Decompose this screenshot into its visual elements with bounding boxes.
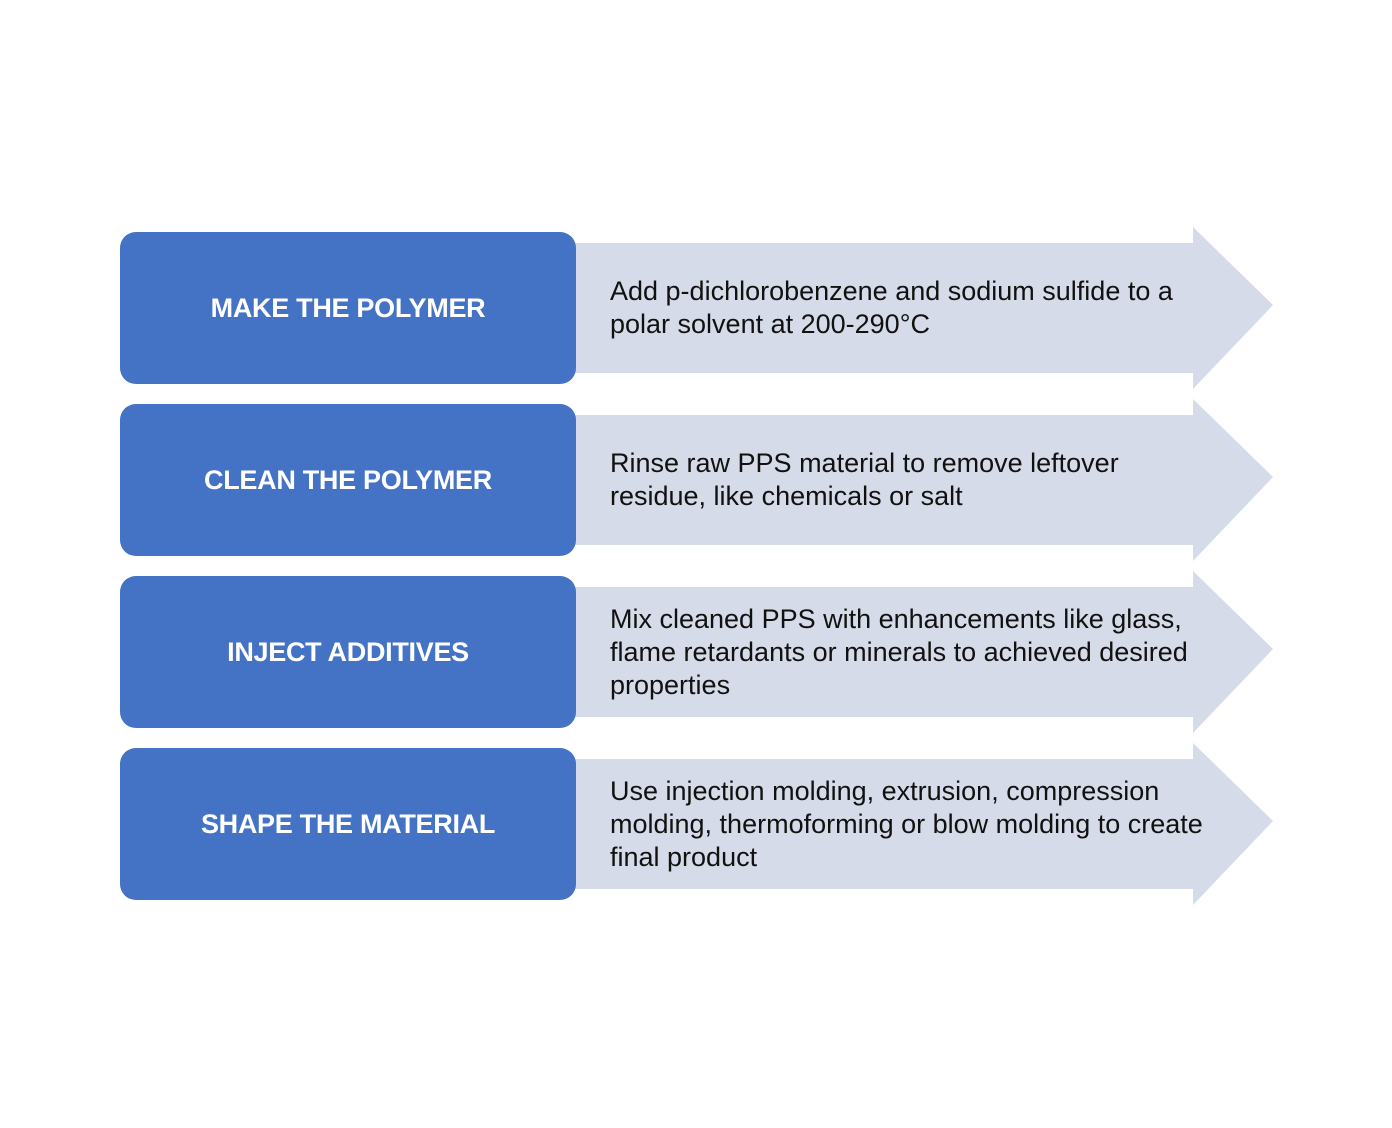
step-title: CLEAN THE POLYMER [204, 464, 492, 495]
step-row: INJECT ADDITIVES Mix cleaned PPS with en… [0, 571, 1392, 752]
arrow-shape [560, 571, 1273, 733]
step-title-box: CLEAN THE POLYMER [120, 404, 576, 556]
step-description-text: Mix cleaned PPS with enhancements like g… [610, 603, 1188, 700]
step-description-text: Add p-dichlorobenzene and sodium sulfide… [610, 276, 1173, 339]
step-title-box: SHAPE THE MATERIAL [120, 748, 576, 900]
step-title: MAKE THE POLYMER [210, 292, 486, 323]
step-description: Add p-dichlorobenzene and sodium sulfide… [610, 243, 1210, 373]
step-description: Mix cleaned PPS with enhancements like g… [610, 587, 1210, 717]
arrow-shape [560, 743, 1273, 905]
step-title: INJECT ADDITIVES [227, 636, 469, 667]
step-title: SHAPE THE MATERIAL [200, 808, 496, 839]
step-title-box: MAKE THE POLYMER [120, 232, 576, 384]
step-row: CLEAN THE POLYMER Rinse raw PPS material… [0, 399, 1392, 580]
step-description-text: Use injection molding, extrusion, compre… [610, 775, 1203, 872]
step-description: Rinse raw PPS material to remove leftove… [610, 415, 1210, 545]
step-description-text: Rinse raw PPS material to remove leftove… [610, 448, 1119, 511]
step-description: Use injection molding, extrusion, compre… [610, 759, 1210, 889]
step-title-box: INJECT ADDITIVES [120, 576, 576, 728]
arrow-shape [560, 399, 1273, 561]
step-row: MAKE THE POLYMER Add p-dichlorobenzene a… [0, 227, 1392, 408]
step-row: SHAPE THE MATERIAL Use injection molding… [0, 743, 1392, 924]
arrow-shape [560, 227, 1273, 389]
